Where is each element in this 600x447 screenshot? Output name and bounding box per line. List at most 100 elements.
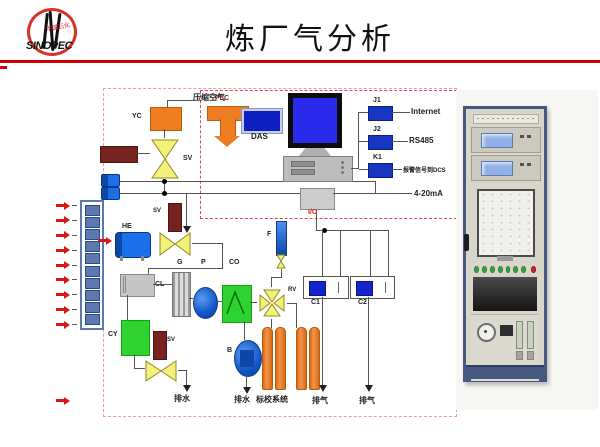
drain-line: [134, 354, 135, 369]
signal-wire: [164, 181, 165, 193]
drive-slot: [291, 169, 315, 175]
flowmeter-tube: [527, 321, 534, 349]
j1-label: J1: [373, 97, 381, 104]
flowmeter-valve: [527, 351, 534, 360]
sv-label: SV: [183, 155, 193, 162]
port-k1: [368, 163, 393, 178]
net-line: [359, 112, 368, 113]
solenoid-actuator: [153, 331, 167, 360]
rv-label: RV: [288, 287, 297, 293]
net-line: [359, 141, 368, 142]
cabinet-nameplate: [473, 114, 539, 124]
drain-label: 排水: [234, 395, 250, 404]
c1-label: C1: [311, 299, 320, 306]
drain-line: [186, 370, 187, 385]
das-unit: [242, 109, 282, 133]
sample-line: [250, 302, 257, 303]
dcs-label: 报警信号到DCS: [403, 168, 446, 174]
he-label: HE: [122, 223, 132, 230]
workstation-case: [283, 156, 353, 182]
stream-selector-manifold: [80, 200, 104, 330]
solenoid-actuator: [168, 203, 182, 232]
sample-inlet-arrow: [56, 246, 77, 255]
title-rule-tick: [0, 66, 7, 69]
indicator-light-green: [489, 265, 495, 273]
junction-dot: [162, 179, 167, 184]
cabinet-analyzer-module: [471, 127, 541, 153]
junction-dot: [162, 191, 167, 196]
flowmeter-tube: [516, 321, 523, 349]
drain-line: [246, 375, 247, 387]
module-lcd: [481, 133, 513, 148]
signal-wire: [117, 181, 376, 182]
cooler-fins: [123, 276, 127, 293]
cy-label: CY: [108, 331, 118, 338]
sample-line: [189, 298, 193, 299]
indicator-light-green: [474, 265, 479, 273]
manifold-port: [84, 289, 100, 301]
analyzer-feed: [316, 208, 317, 230]
shutoff-valve-icon: [159, 232, 191, 256]
analyzer-feed: [316, 230, 389, 231]
cl-cooler: [120, 274, 155, 297]
analyzer-feed: [370, 230, 371, 276]
analyzer-cabinet: [463, 106, 547, 382]
gas-cylinder: [262, 327, 273, 390]
sample-inlet-arrow: [56, 396, 70, 405]
vent-line: [368, 297, 369, 385]
net-line: [358, 112, 359, 169]
pressure-gauge: [477, 323, 496, 342]
manifold-port: [84, 301, 100, 313]
drain-valve-icon: [145, 360, 177, 382]
gas-cylinder: [296, 327, 307, 390]
co-label: CO: [229, 259, 240, 266]
sample-line: [148, 268, 149, 274]
manifold-port: [84, 313, 100, 325]
indicator-light-green: [513, 265, 519, 273]
manifold-port: [84, 205, 100, 216]
manifold-port: [84, 277, 100, 289]
sample-line: [192, 243, 223, 244]
cabinet-base: [466, 365, 544, 379]
case-vent: [341, 166, 344, 169]
cal-gas-line: [271, 319, 272, 328]
analyzer-display: [356, 281, 373, 296]
analyzer-feed: [322, 230, 323, 276]
cabinet-display: [477, 189, 535, 257]
drain-line: [127, 295, 128, 320]
cabinet-dark-panel: [473, 277, 537, 311]
cal-gas-line: [287, 303, 297, 304]
case-vent: [341, 161, 344, 164]
sample-heater: [115, 232, 151, 258]
das-label: DAS: [251, 132, 268, 141]
calibration-gas-cylinders: [262, 327, 320, 390]
actuator-link: [136, 153, 150, 154]
port-j1: [368, 106, 393, 121]
heater-leg: [120, 256, 123, 261]
p-label: P: [201, 259, 206, 266]
sample-inlet-arrow: [56, 290, 77, 299]
page-title: 炼厂气分析: [225, 23, 395, 56]
sample-inlet-arrow: [56, 320, 77, 329]
vent-label: 排气: [312, 396, 328, 405]
sample-inlet-arrow: [56, 216, 77, 225]
drain-line: [244, 321, 245, 340]
rs485-label: RS485: [409, 136, 434, 145]
cal-gas-line: [296, 303, 297, 328]
heater-leg: [141, 256, 144, 261]
control-knob: [500, 325, 513, 336]
p-pump: [193, 287, 218, 319]
module-button: [527, 163, 531, 166]
air-line: [164, 129, 165, 138]
ma-signal-line: [333, 193, 412, 194]
yc-label: YC: [132, 113, 142, 120]
sample-inlet-arrow: [56, 275, 77, 284]
sample-line: [216, 301, 222, 302]
net-line: [391, 141, 408, 142]
gas-cylinder: [309, 327, 320, 390]
c2-label: C2: [358, 299, 367, 306]
air-line: [167, 100, 168, 107]
sample-line: [186, 193, 187, 226]
analyzer-tick: [385, 282, 386, 293]
